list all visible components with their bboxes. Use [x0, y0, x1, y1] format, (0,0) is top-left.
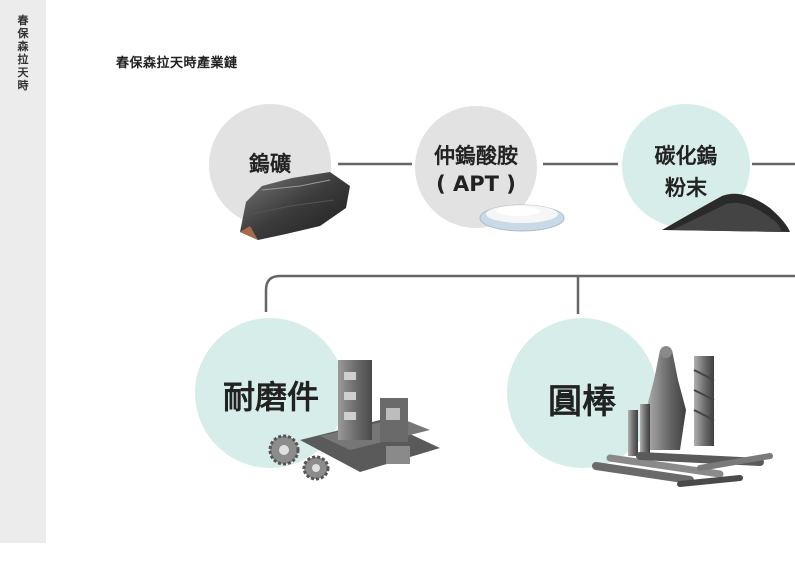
sidebar: 春保森拉天時 [0, 0, 46, 543]
connector-branch [264, 274, 795, 312]
sidebar-label: 春保森拉天時 [17, 14, 29, 92]
page-title: 春保森拉天時產業鏈 [116, 56, 238, 71]
product-wear-parts-label: 耐磨件 [222, 378, 319, 416]
step-apt-label-line2: ( APT ) [436, 172, 516, 196]
step-wc-powder-label-line1: 碳化鎢 [654, 144, 718, 168]
step-apt-label-line1: 仲鎢酸胺 [434, 144, 518, 168]
step-wc-powder-label-line2: 粉末 [665, 176, 707, 200]
step-tungsten-ore-label: 鎢礦 [249, 152, 291, 176]
product-rods-label: 圓棒 [548, 382, 616, 422]
